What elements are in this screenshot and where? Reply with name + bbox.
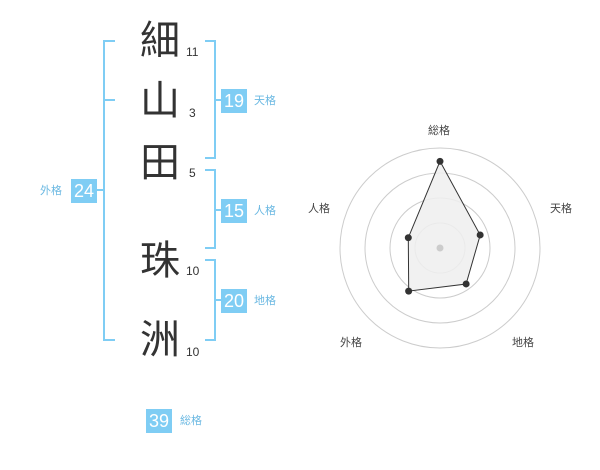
tenkaku-label: 天格: [254, 94, 276, 107]
tenkaku-value: 19: [221, 89, 248, 113]
name-char-2: 山: [140, 78, 180, 124]
radar-chart: [339, 147, 541, 349]
soukaku-value: 39: [146, 409, 173, 433]
name-char-1: 細: [140, 18, 180, 64]
name-char-5: 洲: [140, 317, 180, 363]
tenkaku-bracket: [205, 40, 222, 159]
stroke-count-1: 11: [186, 45, 199, 59]
gaikaku-label: 外格: [40, 184, 62, 197]
chikaku-bracket: [205, 259, 222, 341]
stroke-count-5: 10: [186, 345, 200, 359]
radar-label-tenkaku: 天格: [550, 202, 572, 215]
jinkaku-bracket: [205, 169, 222, 249]
name-char-4: 珠: [140, 238, 180, 284]
radar-area: [407, 160, 481, 292]
radar-label-soukaku: 総格: [428, 124, 450, 137]
soukaku-label: 総格: [180, 414, 202, 427]
radar-center: [436, 244, 444, 252]
radar-label-chikaku: 地格: [512, 336, 534, 349]
radar-point-5: [404, 234, 412, 242]
stroke-count-2: 3: [189, 106, 196, 120]
jinkaku-value: 15: [221, 199, 248, 223]
jinkaku-label: 人格: [254, 204, 276, 217]
stroke-count-3: 5: [189, 166, 196, 180]
radar-point-4: [405, 287, 413, 295]
chikaku-label: 地格: [254, 294, 276, 307]
radar-label-jinkaku: 人格: [308, 202, 330, 215]
chikaku-value: 20: [221, 289, 248, 313]
name-char-3: 田: [140, 140, 180, 186]
gaikaku-value: 24: [71, 179, 98, 203]
radar-point-3: [462, 280, 470, 288]
stroke-count-4: 10: [186, 264, 200, 278]
radar-label-gaikaku: 外格: [340, 336, 362, 349]
radar-point-2: [476, 231, 484, 239]
radar-point-1: [436, 157, 444, 165]
